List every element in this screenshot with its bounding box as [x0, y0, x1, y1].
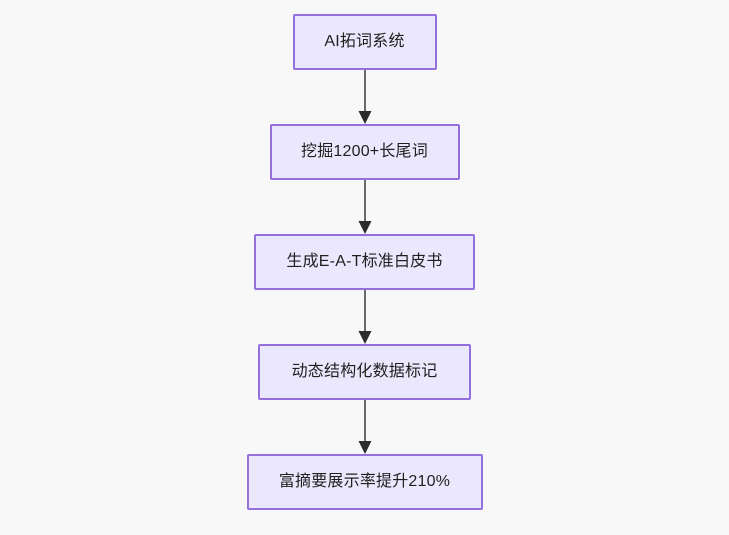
flow-node-mine-longtail-keywords[interactable]: 挖掘1200+长尾词 — [269, 124, 460, 180]
flow-node-dynamic-structured-data-markup[interactable]: 动态结构化数据标记 — [258, 344, 471, 400]
flow-node-label: 生成E-A-T标准白皮书 — [286, 253, 443, 270]
flow-connector-1-to-2 — [355, 70, 375, 124]
flow-node-label: AI拓词系统 — [324, 33, 405, 50]
flow-node-label: 富摘要展示率提升210% — [278, 473, 451, 490]
flow-node-rich-snippet-impression-lift[interactable]: 富摘要展示率提升210% — [246, 454, 483, 510]
flow-node-label: 挖掘1200+长尾词 — [301, 143, 428, 160]
flow-connector-2-to-3 — [355, 180, 375, 234]
flow-node-label: 动态结构化数据标记 — [291, 363, 438, 380]
flow-connector-3-to-4 — [355, 290, 375, 344]
flow-node-generate-eat-whitepaper[interactable]: 生成E-A-T标准白皮书 — [254, 234, 475, 290]
flow-connector-4-to-5 — [355, 400, 375, 454]
flow-node-ai-keyword-system[interactable]: AI拓词系统 — [292, 14, 437, 70]
